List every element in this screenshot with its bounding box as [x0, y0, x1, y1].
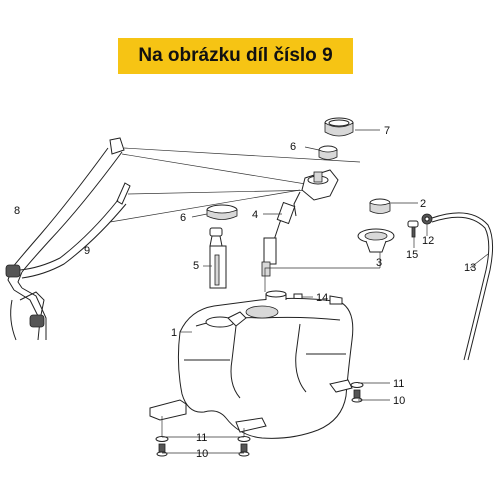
leader-frame-bot: [109, 189, 301, 223]
part-6-gasket-upper: [318, 145, 338, 160]
label-part-1: 1: [171, 327, 177, 339]
title-banner: Na obrázku díl číslo 9: [118, 38, 353, 74]
part-11-washer-bottom-right: [237, 436, 251, 442]
label-part-13: 13: [464, 262, 476, 274]
label-part-10-bottom: 10: [196, 448, 208, 460]
part-6-gasket-lower: [206, 204, 238, 220]
title-text: Na obrázku díl číslo 9: [138, 45, 333, 66]
label-part-8: 8: [14, 205, 20, 217]
label-part-9: 9: [84, 245, 90, 257]
label-part-12: 12: [422, 235, 434, 247]
part-8-frame-tube: [7, 137, 125, 341]
part-10-bolt-bottom-left: [156, 443, 168, 457]
part-9-frame-bracket: [5, 182, 131, 341]
part-10-bolt-bottom-right: [238, 443, 250, 457]
leader-13: [469, 253, 489, 269]
label-part-6-lower: 6: [180, 212, 186, 224]
label-part-6-upper: 6: [290, 141, 296, 153]
part-11-washer-bottom-left: [155, 436, 169, 442]
leader-3-to-tank: [264, 267, 380, 292]
leader-6-lower: [191, 213, 208, 218]
leader-6-upper: [304, 146, 320, 151]
part-11-washer-right: [350, 382, 364, 388]
part-1-fuel-tank: [149, 290, 354, 439]
part-2-filler-cap: [369, 198, 391, 214]
label-part-11-right: 11: [393, 378, 404, 390]
label-part-15: 15: [406, 249, 418, 261]
part-7-lock-ring: [324, 117, 354, 137]
label-part-2: 2: [420, 198, 426, 210]
leader-frame-mid: [121, 153, 319, 187]
part-5-level-sensor: [209, 227, 227, 289]
label-part-7: 7: [384, 125, 390, 137]
part-12-clamp: [421, 213, 433, 225]
label-part-5: 5: [193, 260, 199, 272]
leader-frame-low: [127, 189, 319, 195]
part-4-fuel-pump: [261, 169, 339, 277]
label-part-10-right: 10: [393, 395, 405, 407]
label-part-4: 4: [252, 209, 258, 221]
label-part-3: 3: [376, 257, 382, 269]
label-part-14: 14: [316, 292, 328, 304]
part-3-filler-neck: [357, 228, 395, 253]
part-13-vent-hose: [431, 212, 494, 361]
part-15-fitting: [407, 220, 419, 238]
leader-frame-top: [123, 147, 361, 163]
label-part-11-bottom: 11: [196, 432, 207, 444]
